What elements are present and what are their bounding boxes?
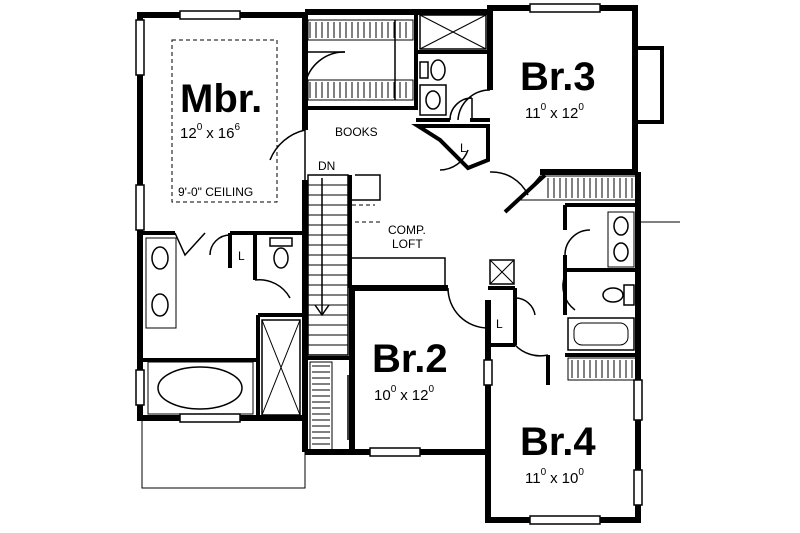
mbr-ceiling-note: 9'-0" CEILING <box>178 185 253 199</box>
linen-label-center: L <box>496 317 503 331</box>
mbr-name: Mbr. <box>180 77 262 121</box>
comp-loft-label-2: LOFT <box>392 237 423 251</box>
fixtures <box>145 14 635 416</box>
comp-loft-label-1: COMP. <box>388 223 426 237</box>
linen-label-top: L <box>460 141 467 155</box>
ceiling-lines <box>171 39 380 223</box>
br3-name: Br.3 <box>520 55 596 99</box>
linen-label-mbath: L <box>238 249 245 263</box>
porch-outline <box>141 420 306 489</box>
stairs <box>307 174 349 356</box>
interior-walls <box>140 12 638 418</box>
br4-name: Br.4 <box>520 420 596 464</box>
doors <box>174 51 591 357</box>
books-label: BOOKS <box>335 125 378 139</box>
br2-name: Br.2 <box>372 337 448 381</box>
closets <box>307 19 639 451</box>
stairs-down-label: DN <box>318 159 335 173</box>
